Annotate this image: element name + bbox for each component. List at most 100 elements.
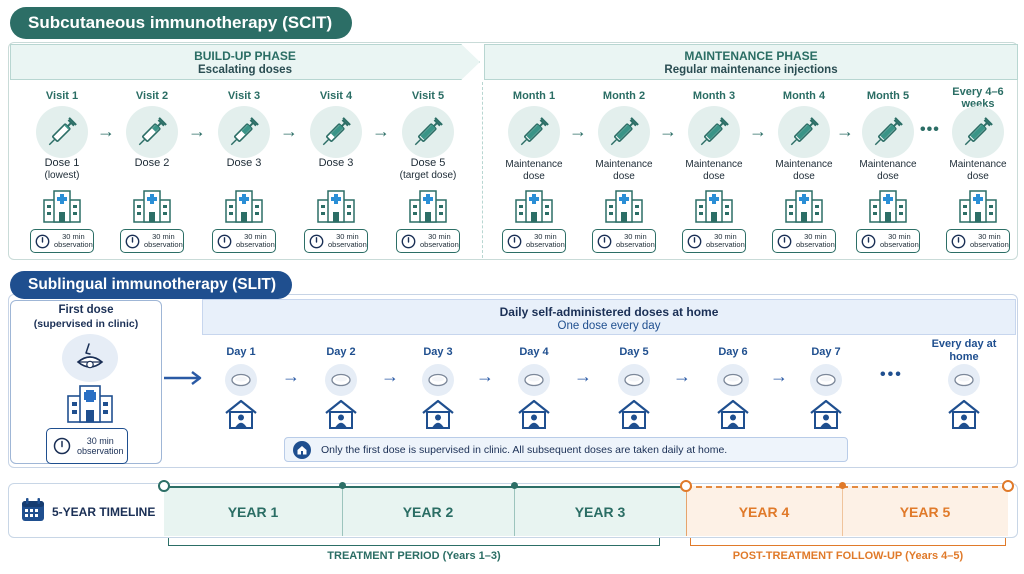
- treatment-period-label: TREATMENT PERIOD (Years 1–3): [327, 550, 501, 562]
- slit-title: Sublingual immunotherapy (SLIT): [10, 271, 292, 299]
- day-label: Day 6: [718, 346, 748, 358]
- syringe-icon: [964, 117, 993, 146]
- scit-title: Subcutaneous immunotherapy (SCIT): [10, 7, 352, 39]
- maintenance-dose-label: dose: [877, 171, 899, 182]
- clock-icon: [507, 234, 522, 249]
- mouth-icon: [62, 334, 118, 382]
- syringe-icon: [790, 117, 819, 146]
- pill-icon: [722, 373, 744, 387]
- maintenance-dose-label: Maintenance: [859, 159, 917, 170]
- day-label: Day 7: [811, 346, 841, 358]
- month-label: Month 4: [782, 90, 826, 102]
- clock-icon: [401, 234, 416, 249]
- arrow-right-icon: →: [97, 121, 115, 141]
- ellipsis-icon: •••: [920, 121, 940, 138]
- timeline-year-4: YEAR 4: [686, 486, 842, 536]
- timeline-year-2-label: YEAR 2: [402, 504, 454, 520]
- clock-icon: [687, 234, 702, 249]
- hospital-icon: [132, 188, 172, 229]
- arrow-right-icon: →: [569, 121, 587, 141]
- dose-label: Dose 2: [134, 157, 170, 169]
- day-label: Day 3: [423, 346, 453, 358]
- maintenance-dose-label: dose: [793, 171, 815, 182]
- daily-doses-banner: Daily self-administered doses at home On…: [202, 299, 1016, 335]
- arrow-right-icon: →: [749, 121, 767, 141]
- timeline-year-2: YEAR 2: [342, 486, 514, 536]
- pill-icon: [815, 373, 837, 387]
- pill-icon: [523, 373, 545, 387]
- maintenance-phase-subtitle: Regular maintenance injections: [664, 64, 838, 76]
- home-dosing-note: Only the first dose is supervised in cli…: [284, 437, 848, 462]
- observation-label: observation: [796, 240, 835, 249]
- maintenance-dose-label: Maintenance: [595, 159, 653, 170]
- month-label: Month 3: [692, 90, 736, 102]
- visit-label: Visit 5: [411, 90, 445, 102]
- followup-period-bracket: [690, 538, 1006, 546]
- dose-label: Dose 1: [44, 157, 80, 169]
- home-icon: [715, 398, 751, 435]
- observation-label: observation: [54, 240, 93, 249]
- arrow-right-icon: →: [280, 121, 298, 141]
- syringe-icon: [230, 117, 259, 146]
- timeline-year-4-label: YEAR 4: [738, 504, 790, 520]
- timeline-year-3-label: YEAR 3: [574, 504, 626, 520]
- observation-time: 30 min: [62, 231, 85, 241]
- observation-time: 30 min: [888, 231, 911, 241]
- observation-time: 30 min: [978, 231, 1001, 241]
- observation-label: observation: [616, 240, 655, 249]
- pill-circle: [518, 364, 550, 396]
- timeline-marker: [339, 482, 346, 489]
- visit-syringe-circle: [402, 106, 454, 158]
- hospital-icon: [224, 188, 264, 229]
- maintenance-phase-title: MAINTENANCE PHASE: [684, 49, 818, 63]
- hospital-icon: [42, 188, 82, 229]
- calendar-icon: [20, 497, 46, 528]
- month-label: Month 2: [602, 90, 646, 102]
- day-label: Day 5: [619, 346, 649, 358]
- day-label: Day 1: [226, 346, 256, 358]
- pill-circle: [618, 364, 650, 396]
- hospital-icon: [316, 188, 356, 229]
- arrow-right-icon: →: [770, 366, 788, 386]
- daily-doses-title: Daily self-administered doses at home: [499, 305, 719, 319]
- pill-circle: [225, 364, 257, 396]
- daily-doses-subtitle: One dose every day: [557, 320, 661, 332]
- hospital-icon: [514, 188, 554, 229]
- month-syringe-circle: [688, 106, 740, 158]
- year-divider: [342, 486, 343, 536]
- dose-note: (lowest): [44, 170, 80, 181]
- syringe-icon: [520, 117, 549, 146]
- maintenance-dose-label: Maintenance: [505, 159, 563, 170]
- visit-label: Visit 1: [45, 90, 79, 102]
- ellipsis-icon: •••: [880, 366, 903, 383]
- month-label: Month 5: [866, 90, 910, 102]
- hospital-icon: [868, 188, 908, 229]
- home-dosing-note-text: Only the first dose is supervised in cli…: [321, 443, 728, 456]
- hospital-icon: [694, 188, 734, 229]
- phase-divider: [482, 82, 483, 258]
- maintenance-dose-label: dose: [703, 171, 725, 182]
- pill-circle: [422, 364, 454, 396]
- timeline-year-5-label: YEAR 5: [899, 504, 951, 520]
- observation-time: 30 min: [804, 231, 827, 241]
- timeline-label: 5-YEAR TIMELINE: [52, 505, 156, 519]
- observation-label: observation: [236, 240, 275, 249]
- home-icon: [808, 398, 844, 435]
- pill-circle: [717, 364, 749, 396]
- maintenance-dose-label: dose: [523, 171, 545, 182]
- maintenance-dose-label: dose: [967, 171, 989, 182]
- clock-icon: [597, 234, 612, 249]
- first-dose-observation-badge: 30 min observation: [46, 428, 128, 464]
- buildup-phase-banner: BUILD-UP PHASE Escalating doses: [10, 44, 480, 80]
- followup-period-label: POST-TREATMENT FOLLOW-UP (Years 4–5): [732, 550, 964, 562]
- syringe-icon: [610, 117, 639, 146]
